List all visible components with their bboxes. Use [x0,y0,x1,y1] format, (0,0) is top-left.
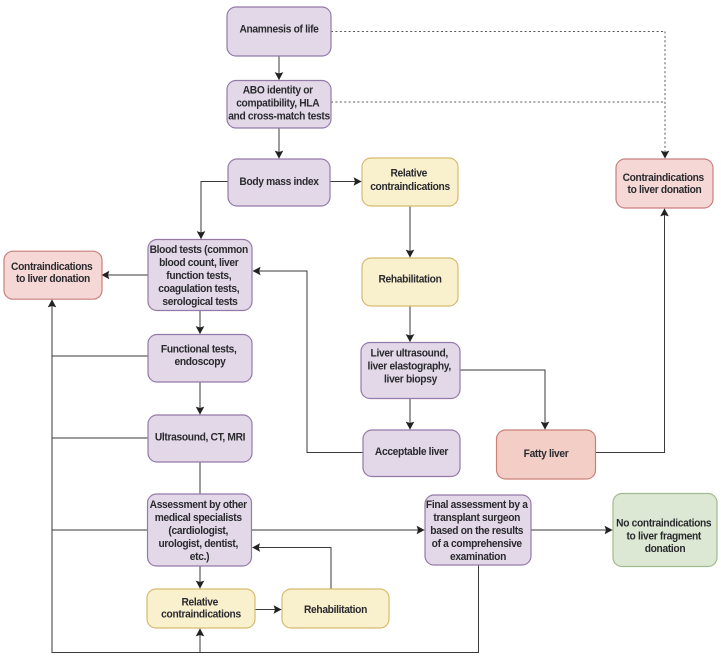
svg-text:Acceptable liver: Acceptable liver [375,446,448,458]
svg-text:Relative contraindications: Relative contraindications [370,167,450,193]
svg-text:Anamnesis of life: Anamnesis of life [239,23,318,35]
svg-text:Assessment by other medical: Assessment by other medical specialists … [150,499,250,563]
svg-text:Relative contraindications: Relative contraindications [161,596,241,620]
svg-text:Rehabilitation: Rehabilitation [378,273,441,285]
svg-text:Final assessment by a transp: Final assessment by a transplant surgeon… [426,499,530,563]
svg-text:Rehabilitation: Rehabilitation [304,604,367,616]
svg-text:Functional tests, endoscopy: Functional tests, endoscopy [161,343,239,368]
svg-text:Contraindications to liver d: Contraindications to liver donation [11,261,95,285]
svg-text:Fatty liver: Fatty liver [524,448,569,460]
svg-text:Ultrasound, CT, MRI: Ultrasound, CT, MRI [155,431,246,443]
svg-text:Body mass index: Body mass index [239,176,319,188]
svg-text:No contraindications to live: No contraindications to liver fragment d… [616,517,714,555]
svg-text:Blood tests (common blood co: Blood tests (common blood count, liver f… [150,244,251,308]
svg-text:Liver ultrasound, liver elas: Liver ultrasound, liver elastography, li… [368,347,454,385]
svg-text:Contraindications to liver d: Contraindications to liver donation [623,172,707,196]
svg-text:ABO identity or compatibilit: ABO identity or compatibility, HLA and c… [228,84,330,122]
